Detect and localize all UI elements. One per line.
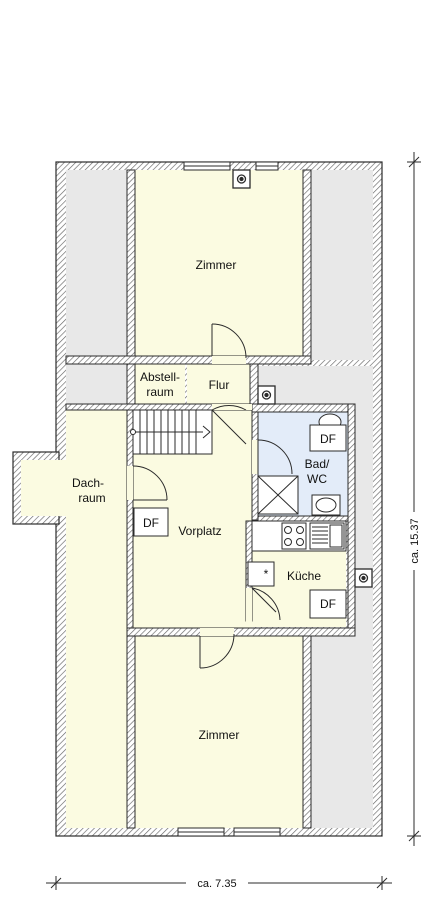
room-flur: Flur [209, 378, 230, 392]
toilet [311, 494, 341, 516]
skylight-bad [309, 424, 347, 452]
room-abstellraum-line2: raum [146, 385, 173, 399]
room-abstellraum-line1: Abstell- [140, 370, 180, 384]
door-stair [211, 404, 252, 445]
floor-abstellraum [135, 364, 185, 404]
room-zimmer-bottom: Zimmer [199, 728, 240, 742]
floor-dachraum-ext [21, 460, 67, 516]
floor-zimmer-bottom [135, 636, 303, 828]
skylight-vorplatz [133, 507, 169, 537]
skylight-kueche-label: DF [320, 597, 336, 611]
sink [309, 522, 345, 550]
doors [127, 323, 293, 669]
slope-right-bottom [311, 630, 373, 828]
interior-walls [65, 169, 356, 829]
windows [177, 161, 281, 837]
fridge [247, 561, 275, 587]
skylight-bad-label: DF [320, 432, 336, 446]
room-bad-line2: WC [307, 472, 327, 486]
dimension-height-label: ca. 15.37 [409, 518, 421, 563]
bath-fixtures [257, 413, 342, 516]
room-dachraum-line2: raum [78, 491, 105, 505]
door-zimmer-top [211, 323, 247, 364]
slope-left-top [66, 170, 127, 356]
skylight-vorplatz-label: DF [143, 516, 159, 530]
floor-dachraum-left [66, 410, 127, 828]
skylight-kueche [309, 589, 347, 619]
dimension-width [46, 876, 392, 890]
room-zimmer-top: Zimmer [196, 258, 237, 272]
staircase [130, 409, 213, 455]
room-dachraum-line1: Dach- [72, 476, 104, 490]
floor-flur [187, 364, 250, 404]
door-bad [252, 439, 293, 475]
slope-right-top [311, 170, 373, 360]
skylight-boxes [133, 424, 347, 619]
slope-right-mid [258, 366, 373, 406]
chimney-symbols [232, 169, 373, 588]
kitchen-fixtures [247, 520, 347, 587]
room-vorplatz: Vorplatz [178, 524, 221, 538]
door-dachraum [127, 465, 168, 501]
slope-left-mid [66, 364, 127, 404]
door-kueche [246, 587, 281, 622]
room-kueche: Küche [287, 569, 321, 583]
fridge-symbol: * [264, 567, 269, 581]
dimension-height [407, 152, 421, 846]
door-zimmer-bottom [199, 628, 235, 669]
dimension-width-label: ca. 7.35 [197, 878, 236, 890]
room-bad-line1: Bad/ [305, 457, 330, 471]
